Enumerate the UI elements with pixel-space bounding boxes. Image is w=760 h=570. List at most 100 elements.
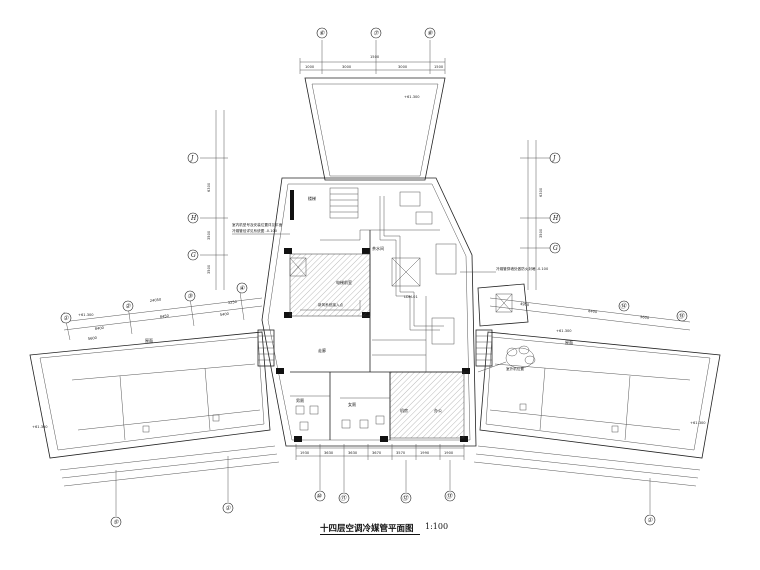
- elevation-5: +61.300: [690, 421, 706, 425]
- cloud-note: 室外机位置: [506, 366, 524, 371]
- left-stair: [257, 329, 275, 367]
- elevator-shaft: [289, 257, 307, 277]
- revision-cloud: 室外机位置: [477, 345, 536, 373]
- room-restroom-m-label: 男厕: [296, 397, 304, 403]
- axis-bottom-10: ⑩: [316, 493, 322, 500]
- dim-top-1: 1000: [305, 65, 315, 69]
- elevation-1: +61.300: [404, 95, 420, 99]
- axis-bubble: [444, 490, 456, 502]
- elevator-shaft: [391, 257, 421, 287]
- center-note: 新风系统接入点: [318, 302, 344, 307]
- dim-bottom-7: 1900: [444, 451, 454, 455]
- axis-lw-2: ②: [125, 303, 131, 310]
- dim-bottom-2: 3630: [324, 451, 334, 455]
- axis-bubble: [184, 290, 196, 302]
- axis-lw-3: ③: [187, 293, 193, 300]
- room-office-a-label: 办公: [434, 407, 442, 413]
- axis-bubble: [316, 27, 328, 39]
- dim-lw-3: 3250: [228, 300, 238, 305]
- right-outdoor-unit-area: [477, 283, 529, 327]
- axis-bubble: [187, 152, 199, 164]
- dim-vr-1: 6300: [539, 187, 543, 197]
- title-block: 十四层空调冷媒管平面图 1:100: [320, 522, 490, 540]
- axis-top-8: ⑧: [427, 30, 433, 37]
- axis-lw-bottom: ①: [225, 505, 231, 512]
- axis-bubble: [187, 212, 199, 224]
- axis-lw-5: ⑤: [113, 519, 119, 526]
- office-hatch: [389, 371, 465, 439]
- right-wing-roof: 屋面: [479, 331, 721, 459]
- dim-vl-1: 6300: [207, 182, 211, 192]
- axis-rw-bottom: ①: [647, 517, 653, 524]
- axis-lw-1: ①: [63, 315, 69, 322]
- axis-bubble: [549, 212, 561, 224]
- elevation-4: +61.300: [556, 329, 572, 333]
- dim-rw-3: 5600: [640, 315, 650, 320]
- axis-bubble: [549, 152, 561, 164]
- axis-right-j: J: [551, 155, 556, 162]
- elevator-hall-hatch: [289, 253, 371, 317]
- left-wing-bottom-dimension: ⑤ ①: [59, 445, 280, 528]
- axis-bottom-12: ⑫: [402, 494, 409, 502]
- room-corridor-label: 走廊: [318, 347, 326, 353]
- right-wing-dimension-chain: 4950 8400 5600 ⑭ ⑮: [489, 297, 691, 331]
- dim-lw-4: 5400: [220, 312, 230, 317]
- dim-lw-2: 8450: [160, 314, 170, 319]
- dim-lw-1: 24050: [150, 298, 163, 303]
- axis-left-g: G: [191, 252, 196, 259]
- axis-right-h: H: [552, 215, 559, 222]
- elevation-2: +61.300: [78, 313, 94, 317]
- refrigerant-piping: [300, 196, 444, 331]
- axis-lw-4: ④: [239, 285, 245, 292]
- dim-bottom-6: 1990: [420, 451, 430, 455]
- axis-rw-15: ⑮: [678, 312, 685, 320]
- note-left-1: 室内机型号及安装位置详见平面: [232, 222, 283, 227]
- ldm-label: LDM-01: [404, 295, 418, 299]
- dim-vr-2: 3500: [539, 228, 543, 238]
- axis-right-g: G: [553, 245, 558, 252]
- dim-vl-2: 3500: [207, 230, 211, 240]
- axis-left-h: H: [190, 215, 197, 222]
- drawing-scale: 1:100: [425, 522, 449, 531]
- left-vertical-dimension: 6300 3500 3500 J H G: [187, 110, 228, 290]
- elevation-marks: +61.300 +61.300 +61.300 +61.300 +61.300: [32, 95, 706, 429]
- right-stair: [475, 329, 493, 367]
- axis-bottom-11: ⑪: [340, 494, 347, 502]
- dim-rw-2: 8400: [588, 309, 598, 314]
- axis-bubble: [110, 516, 122, 528]
- dim-rw-1: 4950: [520, 302, 530, 307]
- top-dimension-chain: 1000 1500 3000 3000 1500: [299, 40, 446, 74]
- dim-bottom-1: 1930: [300, 451, 310, 455]
- axis-bubble: [676, 310, 688, 322]
- axis-bubble: [424, 27, 436, 39]
- left-wing-roof: 屋面: [29, 331, 271, 459]
- elevation-3: +61.300: [32, 425, 48, 429]
- room-restroom-f-label: 女厕: [348, 401, 356, 407]
- axis-bottom-13: ⑬: [446, 492, 453, 500]
- axis-bubble: [222, 502, 234, 514]
- roof-right-label: 屋面: [565, 339, 573, 345]
- dim-top-4: 3000: [398, 65, 408, 69]
- axis-bubble: [549, 242, 561, 254]
- axis-bubble: [338, 492, 350, 504]
- axis-bubble: [314, 490, 326, 502]
- axis-bubble: [60, 312, 72, 324]
- axis-top-7: ⑦: [373, 30, 379, 37]
- axis-bubble: [644, 514, 656, 526]
- room-pantry-label: 茶水间: [372, 245, 384, 251]
- core-building: 楼梯 电梯前室 男厕 女厕 办公 机房 走廊 茶水间 LDM-01 新风系统接入…: [261, 177, 477, 447]
- drawing-title: 十四层空调冷媒管平面图: [320, 524, 414, 534]
- room-stair-label: 楼梯: [308, 195, 316, 201]
- top-axis-markers: ⑥ ⑦ ⑧: [316, 27, 436, 39]
- roof-left-label: 屋面: [145, 337, 153, 343]
- dim-bottom-3: 3630: [348, 451, 358, 455]
- top-roof-outline: [304, 77, 446, 181]
- dim-vl-3: 3500: [207, 264, 211, 274]
- axis-top-6: ⑥: [319, 30, 325, 37]
- annotation-notes: 室内机型号及安装位置详见平面 冷媒管径详见系统图 -0.100 冷媒管穿墙处做防…: [232, 222, 549, 273]
- room-elevator-hall-label: 电梯前室: [336, 279, 352, 285]
- axis-left-j: J: [189, 155, 194, 162]
- right-wing-bottom-dimension: ①: [473, 445, 701, 526]
- dim-top-3: 3000: [342, 65, 352, 69]
- stair-core: [329, 187, 359, 219]
